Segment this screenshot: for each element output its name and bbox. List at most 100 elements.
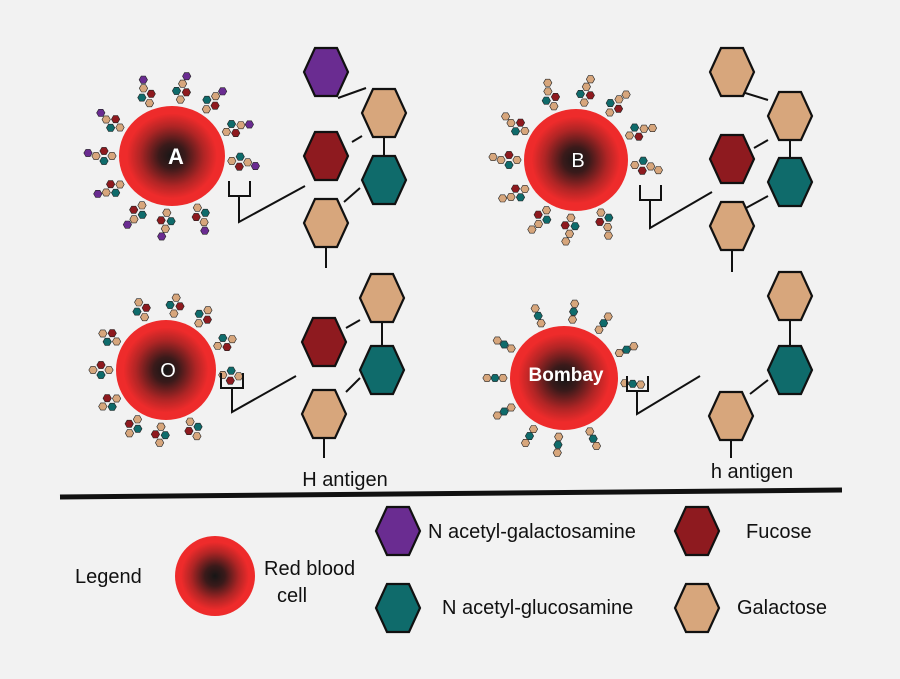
legend-title: Legend (75, 566, 142, 588)
cell-label-bombay: Bombay (529, 365, 604, 386)
surface-sugar-icon (202, 315, 212, 324)
surface-sugar-icon (570, 222, 580, 231)
cell-group-o: O H antigen (88, 272, 406, 491)
surface-sugar-icon (510, 184, 521, 193)
surface-sugar-icon (636, 380, 646, 389)
surface-sugar-icon (630, 161, 640, 169)
surface-sugar-icon (226, 120, 237, 128)
surface-antigen-cluster (614, 342, 639, 358)
legend-galnac-icon (374, 505, 422, 557)
surface-sugar-icon (150, 430, 160, 439)
surface-sugar-icon (566, 213, 576, 222)
surface-sugar-icon (144, 99, 155, 108)
surface-sugar-icon (653, 166, 663, 175)
surface-sugar-icon (96, 361, 106, 369)
fucose-hex-a (302, 130, 350, 182)
surface-sugar-icon (536, 319, 546, 328)
surface-sugar-icon (169, 309, 179, 318)
surface-sugar-icon (250, 162, 260, 170)
surface-sugar-icon (137, 210, 147, 219)
surface-antigen-cluster (227, 152, 260, 171)
surface-sugar-icon (234, 162, 244, 171)
surface-antigen-cluster (218, 366, 244, 385)
surface-sugar-icon (141, 303, 151, 312)
galactose-base-hex-bombay (707, 390, 755, 442)
surface-sugar-icon (629, 342, 639, 351)
cell-label-b: B (571, 150, 584, 172)
cell-group-bombay: Bombay h antigen (482, 270, 814, 483)
surface-sugar-icon (515, 118, 526, 127)
surface-sugar-icon (492, 336, 502, 345)
surface-antigen-cluster (137, 75, 156, 108)
fucose-hex-o (300, 316, 348, 368)
surface-sugar-icon (504, 161, 514, 169)
surface-sugar-icon (199, 218, 209, 227)
legend-red-blood-cell (175, 536, 255, 616)
surface-sugar-icon (175, 95, 185, 104)
surface-antigen-cluster (594, 312, 613, 334)
zoom-connector-b (639, 185, 713, 230)
surface-sugar-icon (99, 157, 109, 165)
surface-antigen-cluster (585, 427, 602, 450)
red-blood-cell-bombay (510, 326, 618, 430)
surface-sugar-icon (160, 431, 170, 440)
surface-antigen-cluster (630, 156, 663, 175)
surface-antigen-cluster (492, 336, 516, 353)
surface-sugar-icon (138, 75, 148, 84)
cell-group-a: A (83, 46, 408, 268)
legend-rbc-label-line1: Red blood (264, 558, 355, 580)
surface-antigen-cluster (165, 293, 185, 318)
surface-sugar-icon (227, 335, 237, 344)
a-antigen-structure (302, 46, 408, 268)
surface-sugar-icon (520, 127, 530, 135)
legend-glcnac-icon (374, 582, 422, 634)
surface-antigen-cluster (221, 120, 254, 137)
legend: Legend Red blood cell N acetyl-galactosa… (75, 505, 827, 634)
legend-rbc-label-line2: cell (277, 585, 307, 607)
surface-sugar-icon (213, 341, 223, 350)
surface-antigens-a (83, 72, 260, 241)
surface-sugar-icon (200, 208, 210, 217)
surface-antigen-cluster (83, 147, 117, 165)
surface-sugar-icon (569, 307, 579, 316)
surface-sugar-icon (222, 343, 232, 352)
surface-sugar-icon (492, 411, 502, 420)
surface-sugar-icon (506, 403, 516, 412)
legend-fucose-label: Fucose (746, 521, 812, 543)
surface-sugar-icon (552, 448, 562, 457)
surface-sugar-icon (211, 92, 221, 101)
surface-antigens-b (488, 75, 663, 246)
legend-galactose-icon (673, 582, 721, 634)
surface-sugar-icon (630, 123, 640, 132)
surface-sugar-icon (112, 394, 122, 403)
surface-sugar-icon (134, 298, 144, 307)
surface-sugar-icon (585, 427, 595, 436)
surface-sugar-icon (201, 105, 211, 114)
surface-sugar-icon (99, 147, 109, 155)
surface-sugar-icon (244, 120, 254, 129)
surface-sugar-icon (184, 427, 194, 436)
surface-sugar-icon (115, 123, 125, 132)
surface-sugar-icon (504, 151, 514, 159)
surface-sugar-icon (533, 210, 543, 219)
surface-sugar-icon (634, 132, 644, 141)
surface-sugar-icon (646, 162, 656, 171)
surface-sugar-icon (585, 75, 596, 84)
surface-antigen-cluster (156, 208, 176, 241)
surface-sugar-icon (603, 231, 613, 240)
surface-antigen-cluster (527, 206, 552, 234)
surface-sugar-icon (137, 201, 147, 210)
surface-sugar-icon (106, 180, 116, 189)
surface-sugar-icon (138, 84, 149, 93)
surface-sugar-icon (192, 432, 202, 441)
surface-sugar-icon (191, 213, 201, 221)
surface-sugar-icon (107, 402, 117, 411)
surface-sugar-icon (533, 220, 544, 228)
cell-label-o: O (160, 360, 176, 382)
surface-sugar-icon (181, 88, 191, 97)
surface-sugar-icon (638, 156, 648, 165)
red-blood-cell-o (116, 320, 216, 420)
surface-sugar-icon (543, 87, 553, 96)
surface-sugar-icon (129, 215, 139, 224)
surface-sugar-icon (541, 206, 552, 215)
